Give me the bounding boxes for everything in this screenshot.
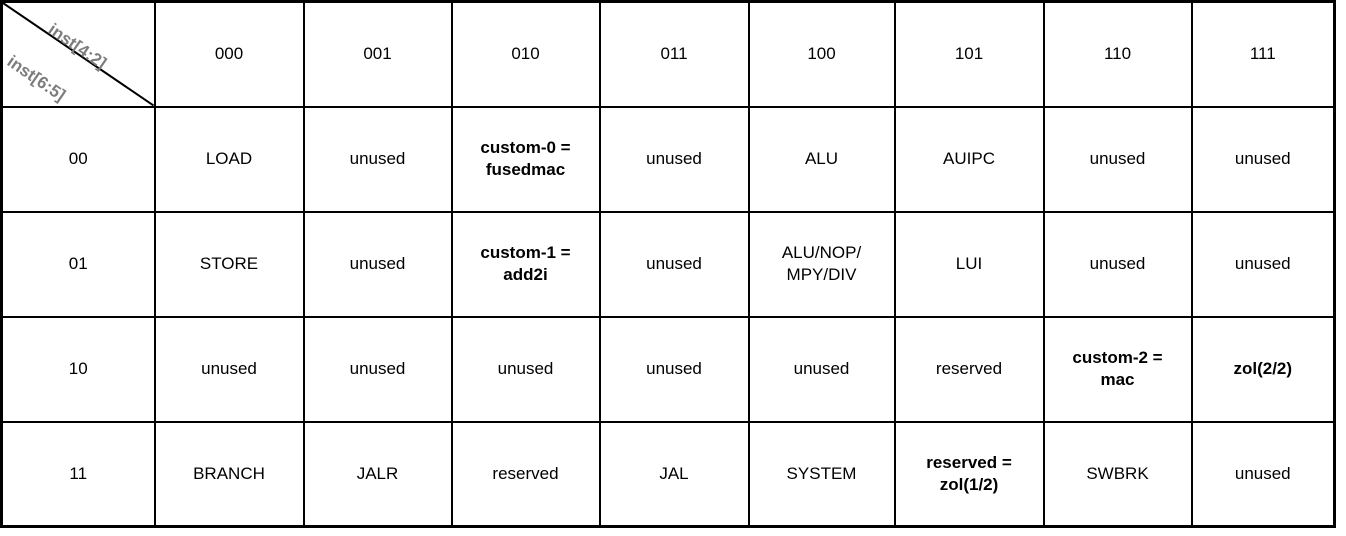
opcode-cell: LUI bbox=[893, 210, 1045, 318]
opcode-cell: custom-2 = mac bbox=[1042, 315, 1193, 423]
opcode-cell: custom-1 = add2i bbox=[450, 210, 601, 318]
corner-cell: inst[4:2] inst[6:5] bbox=[0, 0, 156, 108]
col-header-010: 010 bbox=[450, 0, 601, 108]
table-row-01: 01 STORE unused custom-1 = add2i unused … bbox=[0, 210, 1336, 318]
row-header-11: 11 bbox=[0, 420, 156, 528]
col-header-101: 101 bbox=[893, 0, 1045, 108]
header-row: inst[4:2] inst[6:5] 000 001 010 011 100 … bbox=[0, 0, 1336, 108]
opcode-cell: unused bbox=[1190, 420, 1336, 528]
table-row-11: 11 BRANCH JALR reserved JAL SYSTEM reser… bbox=[0, 420, 1336, 528]
opcode-cell: reserved bbox=[893, 315, 1045, 423]
table-row-10: 10 unused unused unused unused unused re… bbox=[0, 315, 1336, 423]
opcode-cell: unused bbox=[1042, 105, 1193, 213]
opcode-cell: unused bbox=[302, 315, 453, 423]
col-header-111: 111 bbox=[1190, 0, 1336, 108]
opcode-cell: unused bbox=[598, 315, 750, 423]
col-header-001: 001 bbox=[302, 0, 453, 108]
opcode-cell: JAL bbox=[598, 420, 750, 528]
opcode-map-table: inst[4:2] inst[6:5] 000 001 010 011 100 … bbox=[0, 0, 1336, 528]
row-header-00: 00 bbox=[0, 105, 156, 213]
opcode-cell: unused bbox=[598, 105, 750, 213]
opcode-cell: unused bbox=[747, 315, 896, 423]
row-header-10: 10 bbox=[0, 315, 156, 423]
opcode-cell: reserved bbox=[450, 420, 601, 528]
row-header-01: 01 bbox=[0, 210, 156, 318]
opcode-cell: unused bbox=[153, 315, 305, 423]
table-row-00: 00 LOAD unused custom-0 = fusedmac unuse… bbox=[0, 105, 1336, 213]
opcode-cell: unused bbox=[1190, 105, 1336, 213]
col-header-110: 110 bbox=[1042, 0, 1193, 108]
opcode-cell: unused bbox=[1042, 210, 1193, 318]
col-header-100: 100 bbox=[747, 0, 896, 108]
opcode-cell: unused bbox=[1190, 210, 1336, 318]
opcode-cell: zol(2/2) bbox=[1190, 315, 1336, 423]
opcode-cell: JALR bbox=[302, 420, 453, 528]
opcode-cell: ALU/NOP/ MPY/DIV bbox=[747, 210, 896, 318]
opcode-cell: unused bbox=[302, 105, 453, 213]
opcode-cell: SYSTEM bbox=[747, 420, 896, 528]
opcode-cell: unused bbox=[598, 210, 750, 318]
opcode-cell: AUIPC bbox=[893, 105, 1045, 213]
opcode-cell: BRANCH bbox=[153, 420, 305, 528]
opcode-cell: unused bbox=[450, 315, 601, 423]
opcode-cell: reserved = zol(1/2) bbox=[893, 420, 1045, 528]
opcode-cell: STORE bbox=[153, 210, 305, 318]
opcode-cell: LOAD bbox=[153, 105, 305, 213]
opcode-cell: SWBRK bbox=[1042, 420, 1193, 528]
col-header-011: 011 bbox=[598, 0, 750, 108]
opcode-cell: custom-0 = fusedmac bbox=[450, 105, 601, 213]
col-header-000: 000 bbox=[153, 0, 305, 108]
opcode-cell: unused bbox=[302, 210, 453, 318]
diagonal-divider bbox=[3, 3, 154, 106]
opcode-cell: ALU bbox=[747, 105, 896, 213]
